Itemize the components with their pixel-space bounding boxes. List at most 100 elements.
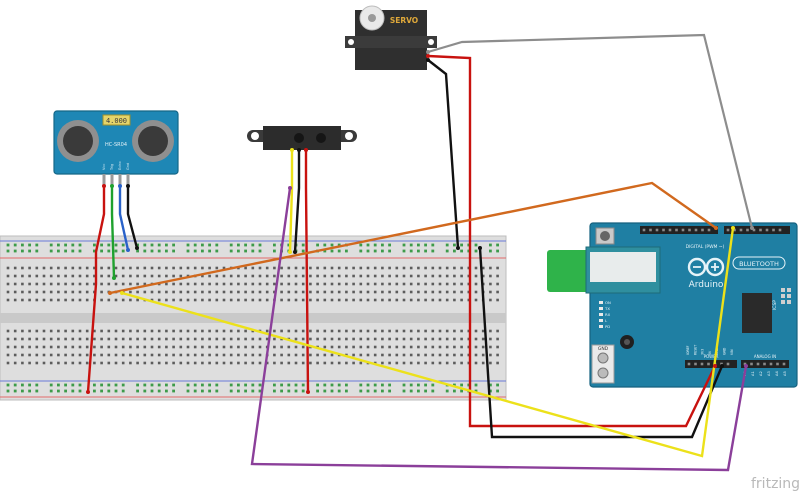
rail-hole <box>201 389 204 393</box>
terminal-hole <box>265 274 269 278</box>
terminal-hole <box>258 290 262 294</box>
terminal-hole <box>352 345 355 349</box>
terminal-hole <box>453 282 456 286</box>
terminal-hole <box>388 361 391 365</box>
terminal-hole <box>366 290 370 294</box>
terminal-hole <box>424 361 427 365</box>
terminal-hole <box>129 282 132 286</box>
terminal-hole <box>330 298 334 302</box>
terminal-hole <box>201 361 204 365</box>
rail-hole <box>49 243 53 247</box>
reset-button[interactable] <box>600 231 610 241</box>
terminal-hole <box>251 282 255 286</box>
wire-endpoint <box>108 291 112 295</box>
header-pin <box>782 362 786 366</box>
rail-hole <box>21 249 24 253</box>
wire-purple[interactable] <box>250 187 748 472</box>
terminal-hole <box>71 290 75 294</box>
terminal-hole <box>21 353 24 357</box>
wire-servo-red[interactable] <box>427 54 717 428</box>
arduino-logo <box>687 257 725 277</box>
terminal-hole <box>287 345 291 349</box>
terminal-hole <box>222 282 226 286</box>
rail-hole <box>316 383 319 387</box>
terminal-hole <box>165 274 168 278</box>
terminal-hole <box>438 282 442 286</box>
icsp-pin <box>781 294 785 298</box>
rail-hole <box>496 243 499 247</box>
rail-hole <box>21 383 24 387</box>
wire-echo-blue[interactable] <box>118 186 130 251</box>
terminal-hole <box>93 274 96 278</box>
terminal-hole <box>402 345 406 349</box>
terminal-hole <box>309 329 312 333</box>
terminal-hole <box>316 290 319 294</box>
terminal-hole <box>294 290 298 294</box>
terminal-hole <box>265 290 269 294</box>
rail-hole <box>337 249 341 253</box>
wire-ir-red[interactable] <box>304 150 310 393</box>
terminal-hole <box>496 329 499 333</box>
wire-gnd-black[interactable] <box>126 186 139 249</box>
terminal-hole <box>496 361 499 365</box>
terminal-hole <box>165 353 168 357</box>
terminal-hole <box>489 329 492 333</box>
rail-hole <box>71 389 75 393</box>
terminal-hole <box>42 361 46 365</box>
header-pin <box>694 228 698 232</box>
terminal-hole <box>100 337 103 341</box>
terminal-hole <box>208 329 211 333</box>
terminal-hole <box>287 274 291 278</box>
wire-orange[interactable] <box>109 181 717 295</box>
rail-hole <box>337 243 341 247</box>
terminal-hole <box>143 345 147 349</box>
wire-breadboard-black[interactable] <box>478 247 724 439</box>
wire-trig-green[interactable] <box>110 186 116 279</box>
wire-grey[interactable] <box>427 33 754 229</box>
terminal-hole <box>388 329 391 333</box>
terminal-hole <box>417 345 420 349</box>
rail-hole <box>107 243 111 247</box>
terminal-hole <box>309 298 312 302</box>
terminal-hole <box>42 353 46 357</box>
servo-label: SERVO <box>390 16 418 25</box>
terminal-hole <box>157 266 161 270</box>
terminal-hole <box>150 337 154 341</box>
terminal-hole <box>157 329 161 333</box>
terminal-hole <box>301 274 305 278</box>
terminal-hole <box>460 345 463 349</box>
terminal-hole <box>35 337 39 341</box>
rail-hole <box>114 389 118 393</box>
header-pin <box>694 362 697 366</box>
terminal-hole <box>186 266 190 270</box>
terminal-hole <box>78 290 82 294</box>
terminal-hole <box>42 282 46 286</box>
status-led <box>599 319 603 322</box>
rail-hole <box>172 389 175 393</box>
terminal-hole <box>395 353 399 357</box>
terminal-hole <box>481 353 485 357</box>
terminal-hole <box>78 298 82 302</box>
terminal-hole <box>337 329 341 333</box>
terminal-hole <box>21 282 24 286</box>
terminal-hole <box>474 266 478 270</box>
terminal-hole <box>345 266 348 270</box>
wire-ir-black[interactable] <box>293 150 301 253</box>
wire-vcc-red[interactable] <box>86 186 106 393</box>
terminal-hole <box>229 274 233 278</box>
wire-yellow-to-arduino[interactable] <box>121 227 735 458</box>
terminal-hole <box>402 274 406 278</box>
terminal-hole <box>489 361 492 365</box>
rail-hole <box>417 249 420 253</box>
rail-hole <box>424 249 427 253</box>
terminal-hole <box>6 266 10 270</box>
terminal-hole <box>179 345 183 349</box>
ultrasonic-transducer-left <box>63 126 93 156</box>
wire-endpoint <box>744 364 748 368</box>
wire-servo-black[interactable] <box>427 59 460 249</box>
terminal-hole <box>474 353 478 357</box>
rail-hole <box>359 389 363 393</box>
terminal-hole <box>13 266 17 270</box>
terminal-hole <box>323 337 327 341</box>
